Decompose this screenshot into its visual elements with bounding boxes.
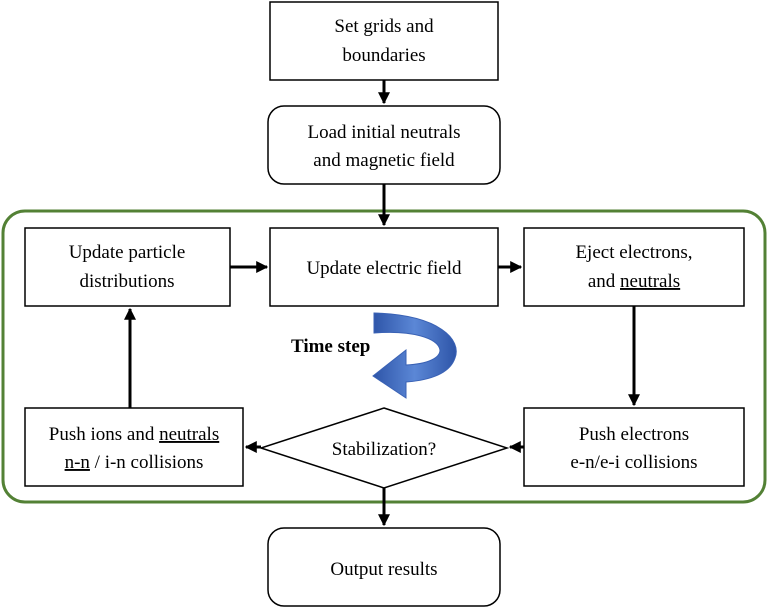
node-output: Output results <box>267 527 501 607</box>
curved-arrow-icon <box>372 312 457 399</box>
node-update-particle: Update particle distributions <box>24 227 231 307</box>
node-push-electrons-line1: Push electrons <box>579 424 689 445</box>
node-output-line1: Output results <box>330 559 437 580</box>
node-load-initial-line1: Load initial neutrals <box>307 122 460 143</box>
node-update-particle-line2: distributions <box>79 271 174 292</box>
node-update-particle-line1: Update particle <box>69 242 186 263</box>
node-load-initial-line2: and magnetic field <box>313 150 455 171</box>
node-stabilization-label: Stabilization? <box>332 439 436 460</box>
time-step-arrow: Time step <box>291 312 457 399</box>
node-eject-line1: Eject electrons, <box>575 242 692 263</box>
node-eject: Eject electrons, and neutrals <box>523 227 745 307</box>
node-push-ions: Push ions and neutrals n-n / i-n collisi… <box>24 407 244 487</box>
node-load-initial: Load initial neutrals and magnetic field <box>267 105 501 185</box>
node-set-grids-line2: boundaries <box>342 45 425 66</box>
node-push-electrons: Push electrons e-n/e-i collisions <box>523 407 745 487</box>
time-step-label: Time step <box>291 336 370 357</box>
node-push-ions-line2: n-n / i-n collisions <box>65 452 204 473</box>
node-eject-line2: and neutrals <box>588 271 680 292</box>
node-set-grids-line1: Set grids and <box>334 16 434 37</box>
node-update-field-line1: Update electric field <box>306 258 462 279</box>
node-push-electrons-line2: e-n/e-i collisions <box>570 452 697 473</box>
node-stabilization: Stabilization? <box>258 407 510 489</box>
node-push-ions-line1: Push ions and neutrals <box>49 424 219 445</box>
connectors <box>124 80 640 527</box>
node-set-grids: Set grids and boundaries <box>269 1 499 81</box>
node-update-field: Update electric field <box>269 227 499 307</box>
